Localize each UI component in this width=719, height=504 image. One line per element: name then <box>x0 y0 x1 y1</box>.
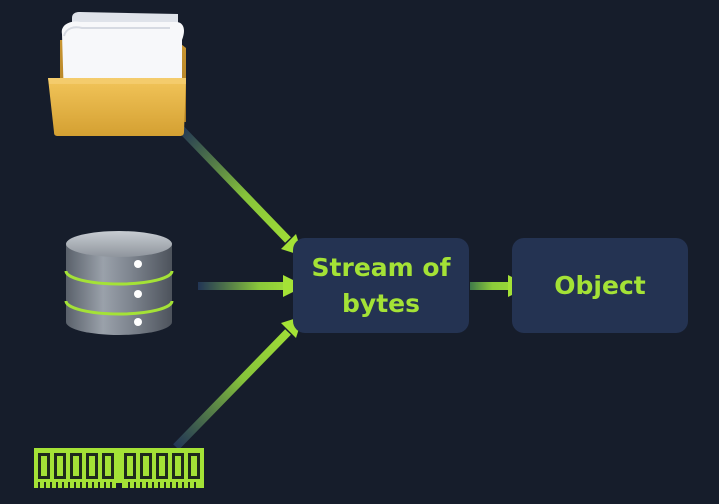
stream-of-bytes-box: Stream of bytes <box>293 238 469 333</box>
folder-icon <box>48 12 186 136</box>
arrow-database-to-stream <box>198 275 305 297</box>
ram-icon <box>34 448 204 488</box>
stream-of-bytes-label: Stream of bytes <box>311 252 451 318</box>
object-label: Object <box>554 270 646 300</box>
arrow-folder-to-stream <box>177 125 303 256</box>
object-box: Object <box>512 238 688 333</box>
arrow-memory-to-stream <box>173 316 303 450</box>
database-icon <box>64 231 174 335</box>
